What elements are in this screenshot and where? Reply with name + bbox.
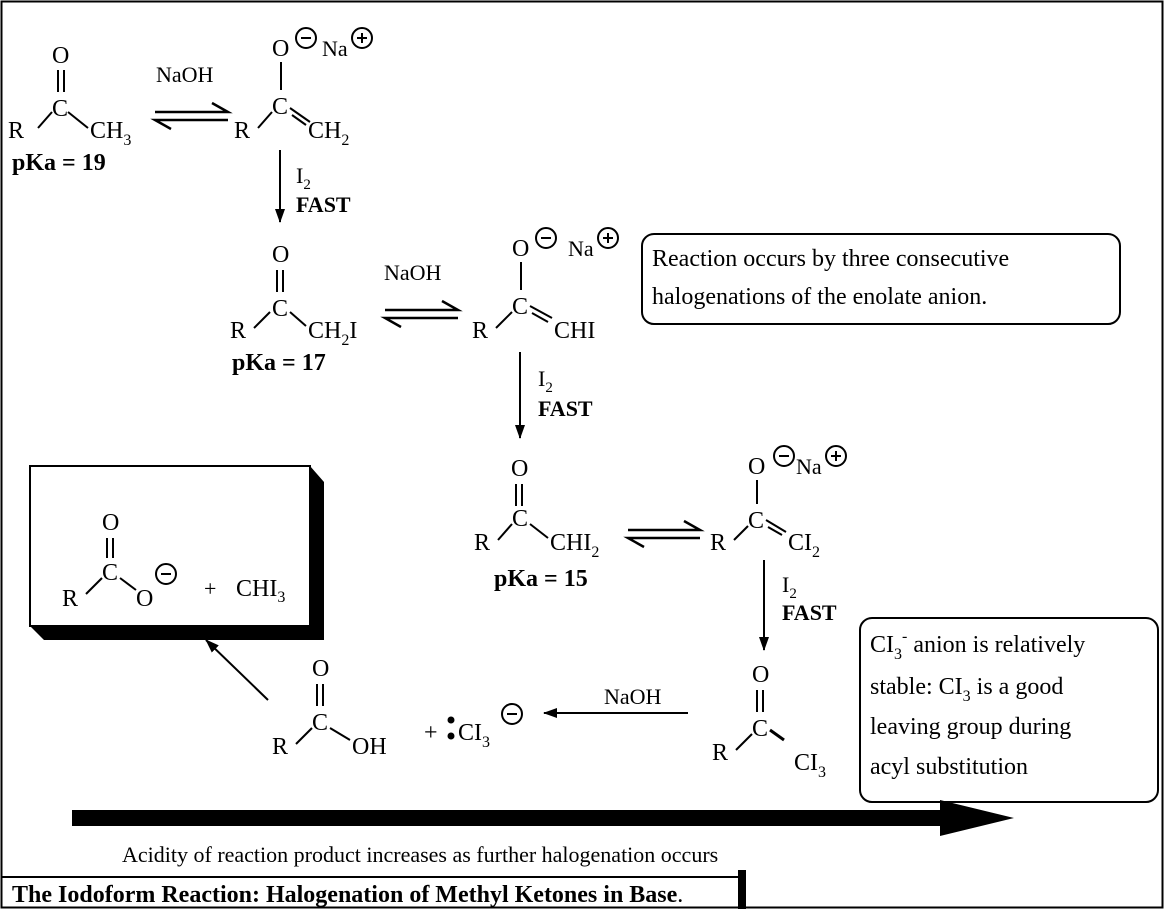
svg-text:O: O xyxy=(102,510,119,536)
svg-text:C: C xyxy=(512,506,528,532)
svg-text:CHI3: CHI3 xyxy=(236,576,285,606)
product-box: O C R O + CHI3 xyxy=(29,465,324,640)
svg-text:R: R xyxy=(710,530,726,556)
atom-c: C xyxy=(52,96,68,122)
svg-text:R: R xyxy=(712,740,728,766)
svg-text:C: C xyxy=(312,710,328,736)
svg-text:CHI: CHI xyxy=(554,318,595,344)
minus-charge-icon xyxy=(295,27,317,49)
acidity-trend-arrow: Acidity of reaction product increases as… xyxy=(72,800,1014,867)
note-consecutive-halogenations: Reaction occurs by three consecutive hal… xyxy=(641,233,1121,325)
svg-text:Na: Na xyxy=(568,236,594,261)
svg-text:+: + xyxy=(424,720,438,746)
pka-19: pKa = 19 xyxy=(12,150,106,176)
carboxylic-acid: O C R OH xyxy=(272,656,387,760)
svg-text:O: O xyxy=(752,662,769,688)
equilibrium-arrows-2: NaOH xyxy=(380,260,463,329)
svg-text:I2: I2 xyxy=(538,366,553,396)
minus-charge-icon xyxy=(773,445,795,467)
svg-text:Reaction occurs by three conse: Reaction occurs by three consecutive xyxy=(652,246,1009,272)
group-ch3: CH3 xyxy=(90,118,131,149)
naoh-cleavage-arrow: NaOH xyxy=(543,684,688,718)
title-box: The Iodoform Reaction: Halogenation of M… xyxy=(1,870,746,909)
svg-text:O: O xyxy=(512,236,529,262)
enolate-3: O Na C R CI2 xyxy=(710,445,847,561)
svg-text:I2: I2 xyxy=(296,163,311,193)
reagent-naoh-1: NaOH xyxy=(156,62,214,87)
svg-text:CI3: CI3 xyxy=(458,720,490,751)
svg-text:O: O xyxy=(511,456,528,482)
svg-text:FAST: FAST xyxy=(782,600,837,625)
triiodomethanide-anion: + CI3 xyxy=(424,703,523,751)
svg-text:R: R xyxy=(474,530,490,556)
minus-charge-icon xyxy=(501,703,523,725)
svg-text:leaving group during: leaving group during xyxy=(870,714,1071,740)
svg-text:NaOH: NaOH xyxy=(384,260,442,285)
svg-text:O: O xyxy=(272,36,289,62)
acidity-caption: Acidity of reaction product increases as… xyxy=(122,842,718,867)
svg-text:halogenations of the enolate a: halogenations of the enolate anion. xyxy=(652,284,987,310)
svg-text:Na: Na xyxy=(796,454,822,479)
svg-text:acyl substitution: acyl substitution xyxy=(870,754,1028,780)
deprotonation-arrow xyxy=(205,639,269,701)
iodination-arrow-3: I2 FAST xyxy=(759,560,837,651)
page-title: The Iodoform Reaction: Halogenation of M… xyxy=(12,882,683,908)
svg-text:R: R xyxy=(272,734,288,760)
svg-text:O: O xyxy=(312,656,329,682)
methyl-ketone: O C R CH3 pKa = 19 xyxy=(8,43,131,176)
plus-charge-icon xyxy=(351,27,373,49)
note-leaving-group: CI3- anion is relatively stable: CI3 is … xyxy=(859,617,1159,803)
svg-text:C: C xyxy=(512,294,528,320)
equilibrium-arrows-1: NaOH xyxy=(150,62,233,131)
svg-text:CH2: CH2 xyxy=(308,118,349,149)
svg-text:R: R xyxy=(234,118,250,144)
minus-charge-icon xyxy=(535,227,557,249)
svg-text:CI3- anion is relatively: CI3- anion is relatively xyxy=(870,628,1085,663)
svg-text:O: O xyxy=(748,454,765,480)
pka-17: pKa = 17 xyxy=(232,350,326,376)
pka-15: pKa = 15 xyxy=(494,566,588,592)
enolate-2: O Na C R CHI xyxy=(472,227,619,344)
plus-charge-icon xyxy=(597,227,619,249)
iodination-arrow-1: I2 FAST xyxy=(275,150,351,223)
svg-text:CI3: CI3 xyxy=(794,750,826,781)
svg-text:+: + xyxy=(204,576,216,601)
plus-charge-icon xyxy=(825,445,847,467)
svg-text:C: C xyxy=(102,560,118,586)
svg-text:CH2I: CH2I xyxy=(308,318,357,349)
svg-text:Na: Na xyxy=(322,36,348,61)
minus-charge-icon xyxy=(155,563,177,585)
enolate-1: O Na C R CH2 xyxy=(234,27,373,149)
svg-text:FAST: FAST xyxy=(296,192,351,217)
svg-text:O: O xyxy=(272,242,289,268)
svg-text:C: C xyxy=(752,716,768,742)
svg-text:R: R xyxy=(230,318,246,344)
atom-o: O xyxy=(52,43,69,69)
svg-text:stable: CI3 is a good: stable: CI3 is a good xyxy=(870,674,1063,705)
svg-text:C: C xyxy=(272,296,288,322)
diiodo-ketone: O C R CHI2 pKa = 15 xyxy=(474,456,599,592)
iodination-arrow-2: I2 FAST xyxy=(515,352,593,439)
triiodo-ketone: O C R CI3 xyxy=(712,662,826,781)
svg-text:O: O xyxy=(136,586,153,612)
svg-text:CHI2: CHI2 xyxy=(550,530,599,561)
svg-text:R: R xyxy=(62,586,78,612)
svg-text:FAST: FAST xyxy=(538,396,593,421)
svg-text:R: R xyxy=(472,318,488,344)
atom-r: R xyxy=(8,118,24,144)
svg-text:CI2: CI2 xyxy=(788,530,820,561)
svg-text:NaOH: NaOH xyxy=(604,684,662,709)
equilibrium-arrows-3 xyxy=(623,519,705,549)
svg-text:C: C xyxy=(272,94,288,120)
svg-text:I2: I2 xyxy=(782,572,797,602)
monoiodo-ketone: O C R CH2I pKa = 17 xyxy=(230,242,357,376)
svg-text:OH: OH xyxy=(352,734,387,760)
svg-text:C: C xyxy=(748,508,764,534)
